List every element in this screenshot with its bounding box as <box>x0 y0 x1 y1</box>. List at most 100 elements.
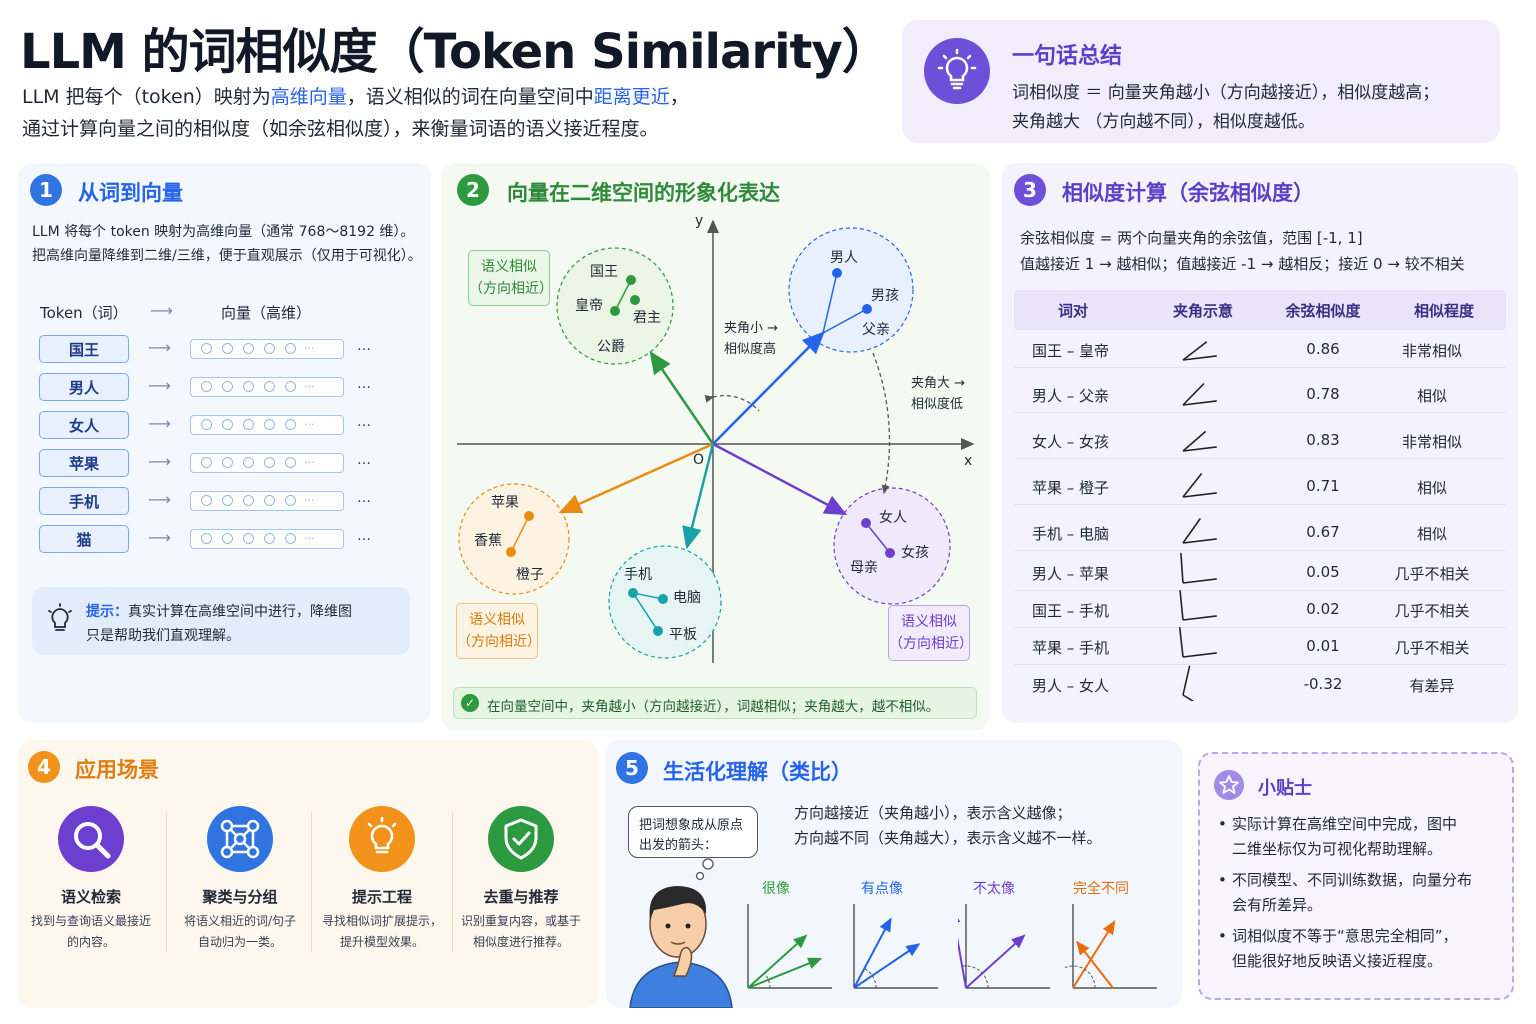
app-title: 提示工程 <box>351 888 412 906</box>
label-line: 夹角大 → <box>911 376 966 391</box>
tip-line: 不同模型、不同训练数据，向量分布 <box>1232 871 1473 889</box>
point-apple <box>524 511 534 521</box>
small-angle-label: 夹角小 →相似度高 <box>724 318 778 360</box>
vector-dimension-dot <box>243 457 254 468</box>
tip-line: 二维坐标仅为可视化帮助理解。 <box>1232 840 1443 858</box>
token-box: 猫 <box>39 525 129 553</box>
point-monarch <box>630 295 640 305</box>
row-ellipsis: … <box>357 528 371 544</box>
column-header-vector: 向量（高维） <box>221 304 312 322</box>
analogy-arrow <box>747 957 823 989</box>
angle-ray <box>1182 518 1201 544</box>
column-divider <box>451 812 453 952</box>
label-line: 夹角小 → <box>724 321 779 336</box>
vector-dimension-dot <box>264 343 275 354</box>
cosine-value: -0.32 <box>1303 675 1343 693</box>
intro-line-2: 通过计算向量之间的相似度（如余弦相似度），来衡量词语的语义接近程度。 <box>22 118 659 140</box>
column-divider <box>165 812 167 952</box>
section-number-badge: 2 <box>457 174 489 206</box>
app-desc-line: 自动归为一类。 <box>197 935 282 949</box>
token-box: 女人 <box>39 411 129 439</box>
label-line: 相似度低 <box>911 397 964 412</box>
vector-dimension-dot <box>222 495 233 506</box>
cluster-link <box>632 592 659 632</box>
table-row-divider <box>1014 367 1506 368</box>
vector-dimension-dot <box>201 419 212 430</box>
header-level: 相似程度 <box>1413 302 1474 320</box>
angle-ray <box>1182 615 1217 621</box>
vector-dimension-dot <box>201 343 212 354</box>
analogy-arrow <box>1072 920 1116 989</box>
vector-more-dots: ··· <box>304 380 315 393</box>
vector-box: ··· <box>190 453 344 473</box>
similarity-level: 非常相似 <box>1401 433 1462 451</box>
vector-box: ··· <box>190 491 344 511</box>
angle-ray <box>1182 341 1208 361</box>
intro-line-1: LLM 把每个（token）映射为高维向量，语义相似的词在向量空间中距离更近， <box>22 82 689 109</box>
word-father: 父亲 <box>862 322 890 338</box>
word-monarch: 君主 <box>633 310 661 326</box>
row-ellipsis: … <box>357 338 371 354</box>
point-girl <box>885 548 895 558</box>
tip-line: 实际计算在高维空间中完成，图中 <box>1232 815 1458 833</box>
header-word-pair: 词对 <box>1057 302 1088 320</box>
word-tablet: 平板 <box>669 627 697 643</box>
point-tablet <box>653 626 663 636</box>
word-computer: 电脑 <box>673 590 701 606</box>
analogy-arrow <box>853 917 892 989</box>
app-desc-line: 的内容。 <box>66 935 115 949</box>
angle-glyph <box>1178 627 1217 658</box>
word-pair: 男人 – 苹果 <box>1032 565 1110 583</box>
table-row-divider <box>1014 590 1506 591</box>
angle-glyph <box>1182 341 1217 361</box>
vector-box: ··· <box>190 377 344 397</box>
point-banana <box>506 547 516 557</box>
analogy-label: 有点像 <box>861 881 903 897</box>
similarity-level: 几乎不相关 <box>1394 639 1470 657</box>
cosine-value: 0.67 <box>1306 523 1340 541</box>
note-text: 在向量空间中，夹角越小（方向越接近），词越相似；夹角越大，越不相似。 <box>487 699 940 715</box>
tips-card: 小贴士 •实际计算在高维空间中完成，图中二维坐标仅为可视化帮助理解。•不同模型、… <box>1198 752 1514 1000</box>
point-man <box>832 268 842 278</box>
column-divider <box>311 812 312 952</box>
vector-dimension-dot <box>243 381 254 392</box>
word-man: 男人 <box>830 250 858 266</box>
lightbulb-icon <box>349 806 415 872</box>
word-duke: 公爵 <box>597 339 625 355</box>
similarity-level: 几乎不相关 <box>1394 602 1470 620</box>
angle-arc <box>1065 965 1096 989</box>
token-box: 男人 <box>39 373 129 401</box>
word-king: 国王 <box>590 264 618 280</box>
lightbulb-icon <box>46 603 74 639</box>
token-box: 手机 <box>39 487 129 515</box>
column-header-token: Token（词） <box>40 304 128 322</box>
table-row-divider <box>1014 664 1506 665</box>
cosine-value: 0.78 <box>1306 385 1340 403</box>
row-arrow: ⟶ <box>148 490 171 509</box>
section-title: 向量在二维空间的形象化表达 <box>507 181 780 205</box>
analogy-arrow <box>958 909 967 989</box>
word-pair: 国王 – 皇帝 <box>1032 342 1110 360</box>
table-row-divider <box>1014 458 1506 459</box>
origin-label: O <box>693 452 705 468</box>
speech-bubble: 把词想象成从原点 出发的箭头： <box>628 806 758 858</box>
tag-line: 语义相似 <box>901 614 957 630</box>
word-pair: 苹果 – 手机 <box>1032 639 1110 657</box>
section-number-badge: 1 <box>30 174 62 206</box>
word-apple: 苹果 <box>491 495 519 511</box>
vector-dimension-dot <box>243 419 254 430</box>
intro-text: ，语义相似的词在向量空间中 <box>346 86 594 108</box>
word-phone: 手机 <box>624 567 652 583</box>
angle-ray <box>1182 652 1217 658</box>
point-emperor <box>610 306 620 316</box>
large-angle-label: 夹角大 → 相似度低 <box>911 373 965 415</box>
vector-dimension-dot <box>285 419 296 430</box>
angle-glyph <box>1182 383 1217 406</box>
vector-box: ··· <box>190 415 344 435</box>
angle-glyph <box>1182 518 1217 544</box>
vector-dimension-dot <box>285 495 296 506</box>
angle-ray <box>1182 492 1217 498</box>
tips-title: 小贴士 <box>1258 778 1312 799</box>
similarity-level: 非常相似 <box>1401 342 1462 360</box>
tag-line: 语义相似 <box>469 612 525 628</box>
